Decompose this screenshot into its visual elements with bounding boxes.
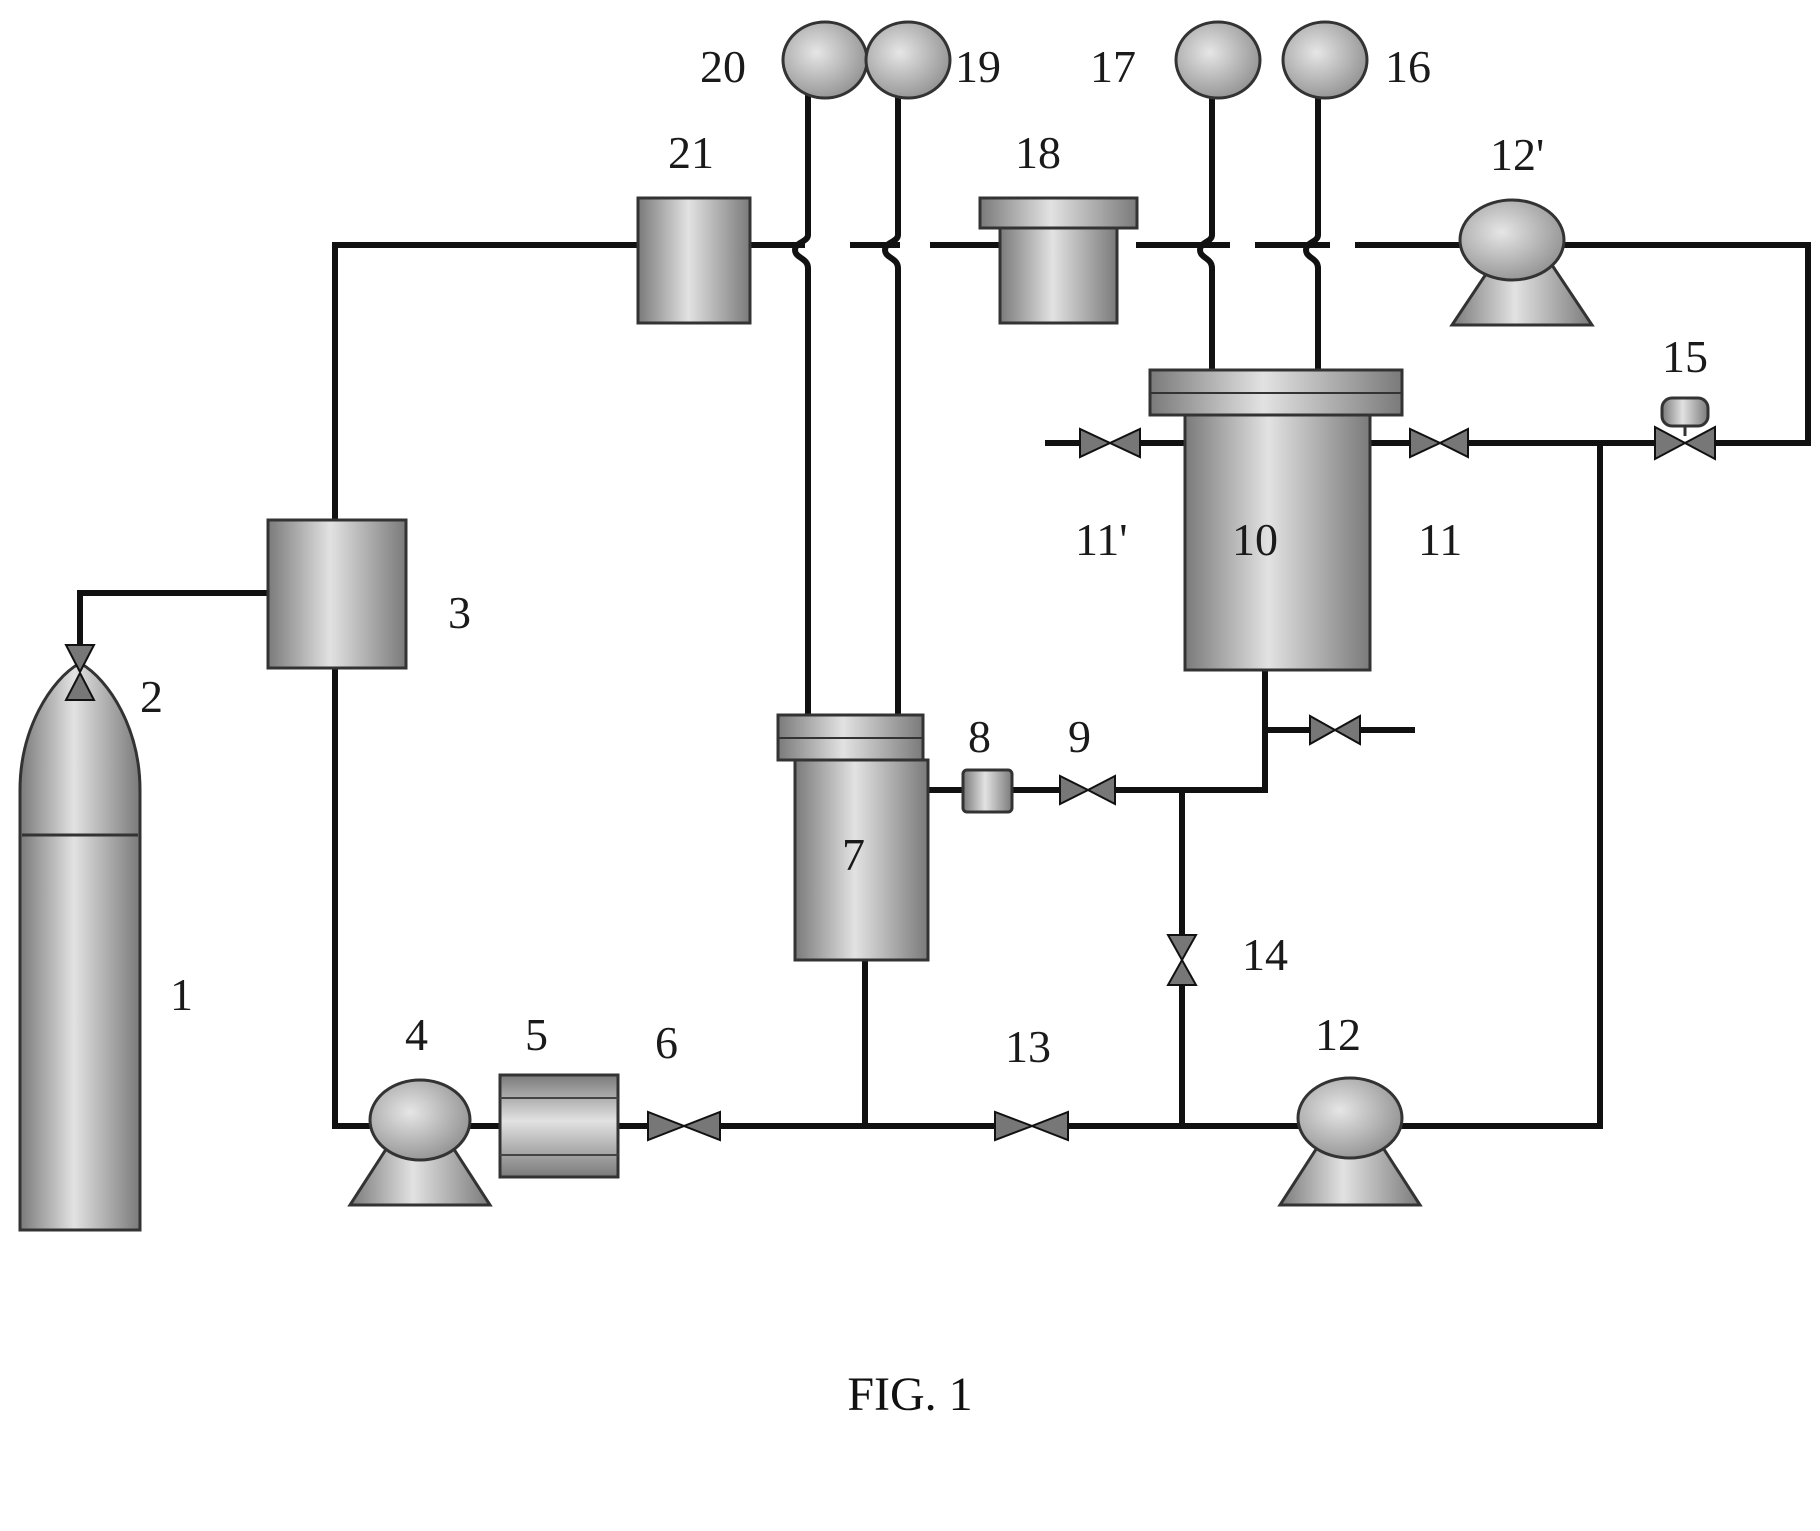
label-12-prime: 12' (1490, 129, 1544, 180)
filter-5 (500, 1075, 618, 1177)
label-2: 2 (140, 671, 163, 722)
regulator-15 (1655, 398, 1715, 459)
valve-13 (995, 1112, 1068, 1140)
valve-11 (1410, 429, 1468, 457)
gauge-19 (866, 22, 950, 98)
label-18: 18 (1015, 127, 1061, 178)
label-3: 3 (448, 587, 471, 638)
label-14: 14 (1242, 929, 1288, 980)
label-13: 13 (1005, 1021, 1051, 1072)
figure-caption: FIG. 1 (847, 1368, 972, 1421)
label-4: 4 (405, 1009, 428, 1060)
label-15: 15 (1662, 331, 1708, 382)
pump-4 (350, 1080, 490, 1205)
gauge-20 (783, 22, 867, 98)
label-19: 19 (955, 41, 1001, 92)
piping (80, 245, 1808, 1126)
tank-3 (268, 520, 406, 668)
label-7: 7 (842, 829, 865, 880)
label-1: 1 (170, 969, 193, 1020)
pump-12-prime (1452, 200, 1592, 325)
gauge-17 (1176, 22, 1260, 98)
label-11: 11 (1418, 514, 1462, 565)
label-8: 8 (968, 711, 991, 762)
tank-18 (980, 198, 1137, 323)
label-17: 17 (1090, 41, 1136, 92)
label-5: 5 (525, 1009, 548, 1060)
label-9: 9 (1068, 711, 1091, 762)
tank-21 (638, 198, 750, 323)
valve-11-prime (1080, 429, 1140, 457)
pump-12 (1280, 1078, 1420, 1205)
label-12: 12 (1315, 1009, 1361, 1060)
gas-cylinder (20, 663, 140, 1230)
label-10: 10 (1232, 514, 1278, 565)
label-11-prime: 11' (1075, 514, 1128, 565)
valve-9 (1060, 776, 1115, 804)
label-21: 21 (668, 127, 714, 178)
gauge-16 (1283, 22, 1367, 98)
label-16: 16 (1385, 41, 1431, 92)
valve-6 (648, 1112, 720, 1140)
label-20: 20 (700, 41, 746, 92)
valve-14 (1168, 935, 1196, 985)
drain-valve (1310, 716, 1360, 744)
component-8 (963, 770, 1012, 812)
label-6: 6 (655, 1017, 678, 1068)
